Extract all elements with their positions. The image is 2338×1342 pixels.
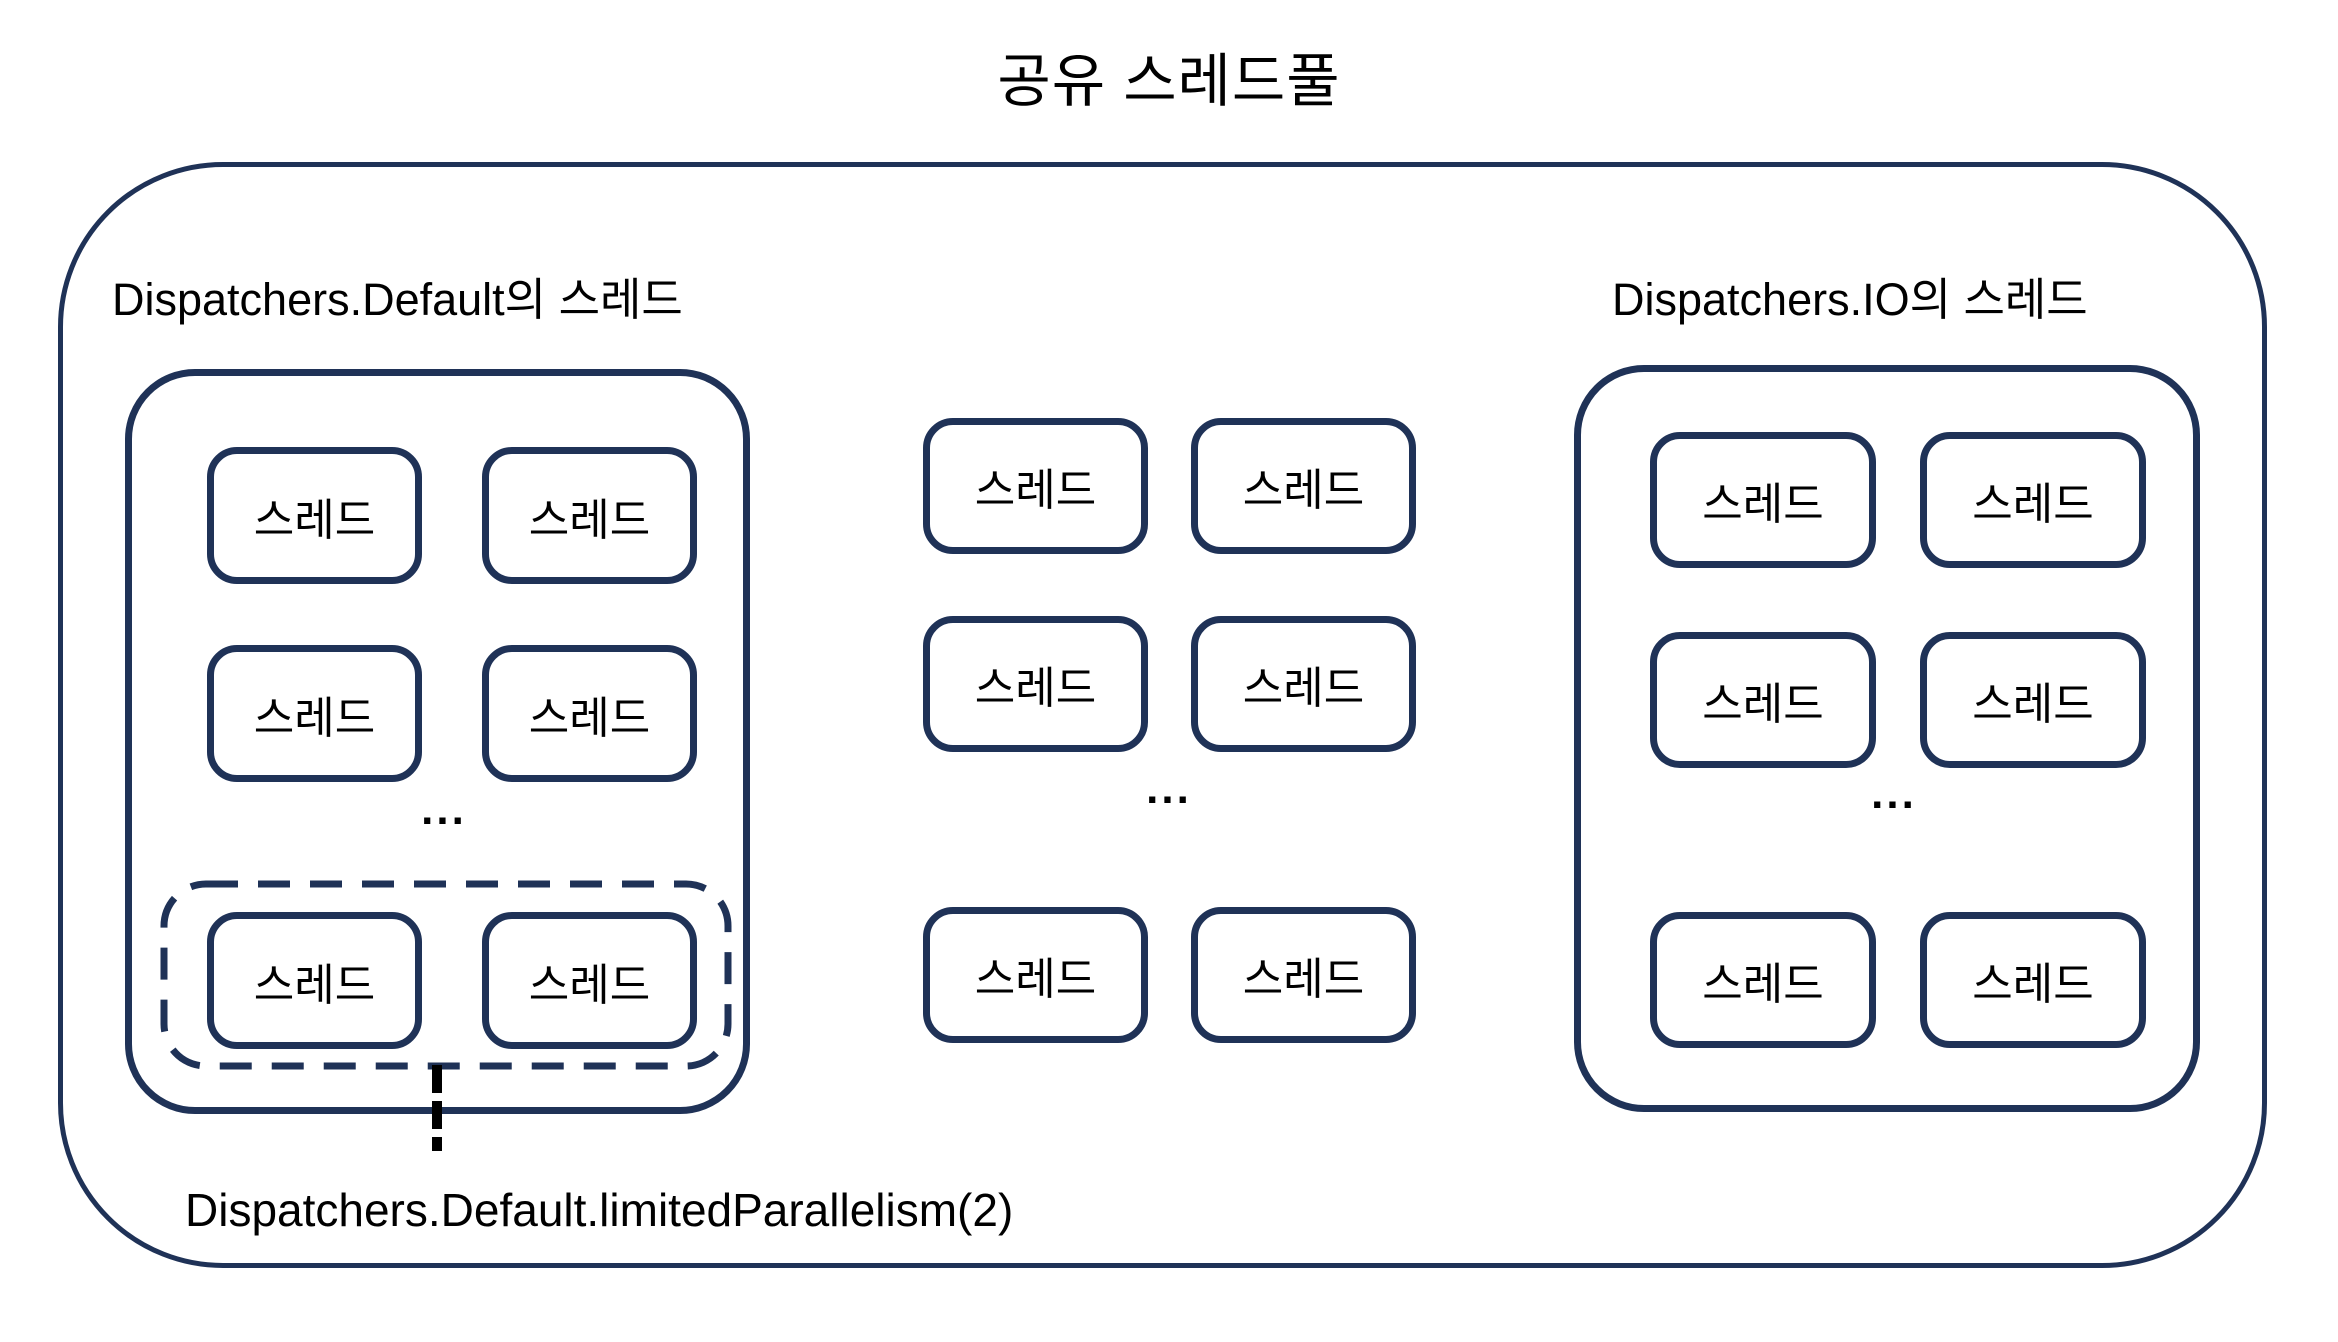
thread-box: 스레드 — [207, 912, 422, 1049]
dispatchers-default-group: 스레드 스레드 스레드 스레드 ... 스레드 스레드 — [125, 369, 750, 1114]
dispatchers-default-label: Dispatchers.Default의 스레드 — [112, 274, 683, 325]
ellipsis: ... — [1871, 769, 1917, 818]
thread-box: 스레드 — [1191, 907, 1416, 1043]
shared-thread-pool-container: Dispatchers.Default의 스레드 Dispatchers.IO의… — [58, 162, 2267, 1268]
thread-box: 스레드 — [207, 447, 422, 584]
thread-box: 스레드 — [482, 447, 697, 584]
thread-box: 스레드 — [1650, 632, 1876, 768]
thread-box: 스레드 — [482, 912, 697, 1049]
thread-box: 스레드 — [1191, 418, 1416, 554]
thread-box: 스레드 — [1920, 912, 2146, 1048]
thread-box: 스레드 — [1920, 632, 2146, 768]
thread-box: 스레드 — [207, 645, 422, 782]
limited-parallelism-dashed-outline — [160, 880, 732, 1070]
thread-box: 스레드 — [1920, 432, 2146, 568]
thread-box: 스레드 — [482, 645, 697, 782]
thread-box: 스레드 — [923, 418, 1148, 554]
dispatchers-io-label: Dispatchers.IO의 스레드 — [1612, 274, 2088, 325]
thread-box: 스레드 — [923, 907, 1148, 1043]
thread-box: 스레드 — [1650, 912, 1876, 1048]
diagram-title: 공유 스레드풀 — [997, 49, 1341, 114]
thread-box: 스레드 — [923, 616, 1148, 752]
ellipsis: ... — [421, 785, 467, 834]
thread-box: 스레드 — [1191, 616, 1416, 752]
thread-box: 스레드 — [1650, 432, 1876, 568]
limited-parallelism-caption: Dispatchers.Default.limitedParallelism(2… — [185, 1184, 1014, 1236]
dispatchers-io-group: 스레드 스레드 스레드 스레드 ... 스레드 스레드 — [1574, 365, 2200, 1112]
ellipsis: ... — [1146, 764, 1192, 813]
limited-parallelism-connector-line — [432, 1065, 442, 1151]
